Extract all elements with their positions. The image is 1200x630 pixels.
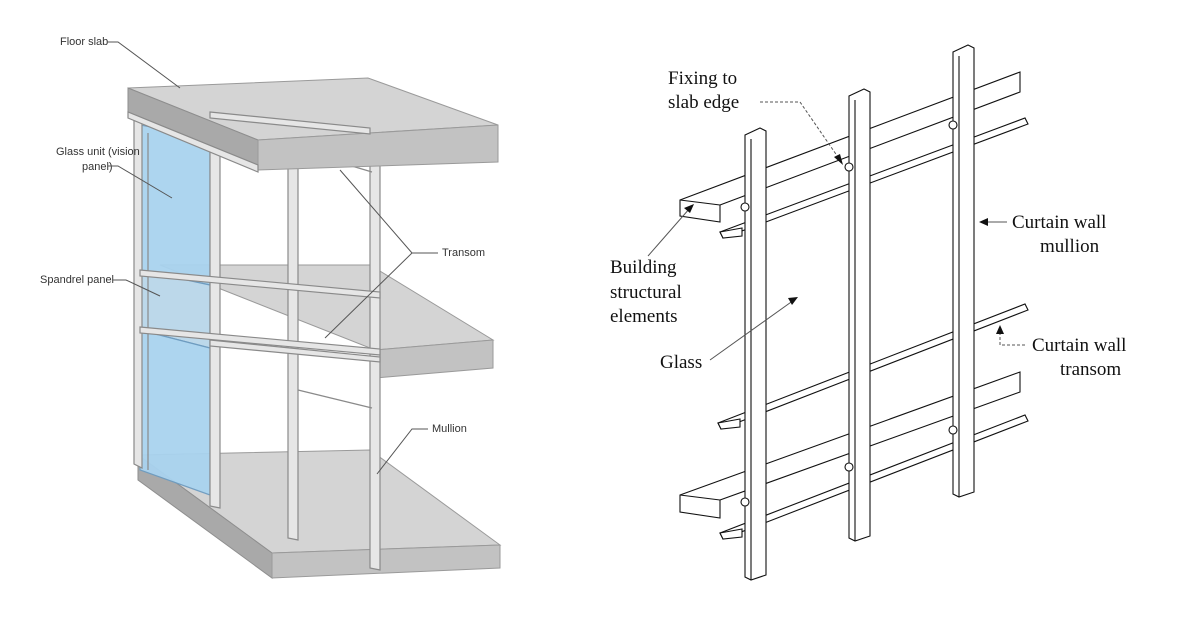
label-transom-line1: Curtain wall xyxy=(1032,335,1126,356)
label-mullion-line1: Curtain wall xyxy=(1012,212,1106,233)
label-spandrel-panel: Spandrel panel xyxy=(40,274,114,286)
fixing-brackets xyxy=(740,120,958,507)
label-transom: Transom xyxy=(442,247,485,259)
mullion-right xyxy=(952,44,975,498)
right-labels: Fixing to slab edge Building structural … xyxy=(610,68,1126,380)
mullions xyxy=(133,109,381,571)
label-glass-unit-line2: panel) xyxy=(82,161,113,173)
mullion-middle xyxy=(848,88,871,542)
right-curtain-wall-diagram: Fixing to slab edge Building structural … xyxy=(610,44,1126,581)
right-transoms xyxy=(717,117,1029,540)
left-curtain-wall-diagram: Floor slab Glass unit (vision panel) Spa… xyxy=(40,36,502,579)
label-mullion: Mullion xyxy=(432,423,467,435)
label-glass: Glass xyxy=(660,352,702,373)
glass-unit-upper xyxy=(139,124,211,286)
label-transom-line2: transom xyxy=(1060,359,1121,380)
label-building-line1: Building xyxy=(610,257,677,278)
top-floor-slab xyxy=(127,77,499,173)
label-glass-unit-line1: Glass unit (vision xyxy=(56,146,140,158)
label-building-line3: elements xyxy=(610,306,678,327)
glass-unit-lower xyxy=(139,329,211,496)
label-fixing-line1: Fixing to xyxy=(668,68,737,89)
label-fixing-line2: slab edge xyxy=(668,92,739,113)
glass-units xyxy=(139,124,211,496)
transoms xyxy=(139,149,381,409)
label-building-line2: structural xyxy=(610,282,682,303)
label-floor-slab: Floor slab xyxy=(60,36,108,48)
mullion-left xyxy=(744,127,767,581)
bottom-floor-slab xyxy=(136,449,502,579)
label-mullion-line2: mullion xyxy=(1040,236,1100,257)
right-mullions xyxy=(744,44,975,581)
left-labels: Floor slab Glass unit (vision panel) Spa… xyxy=(40,36,485,475)
